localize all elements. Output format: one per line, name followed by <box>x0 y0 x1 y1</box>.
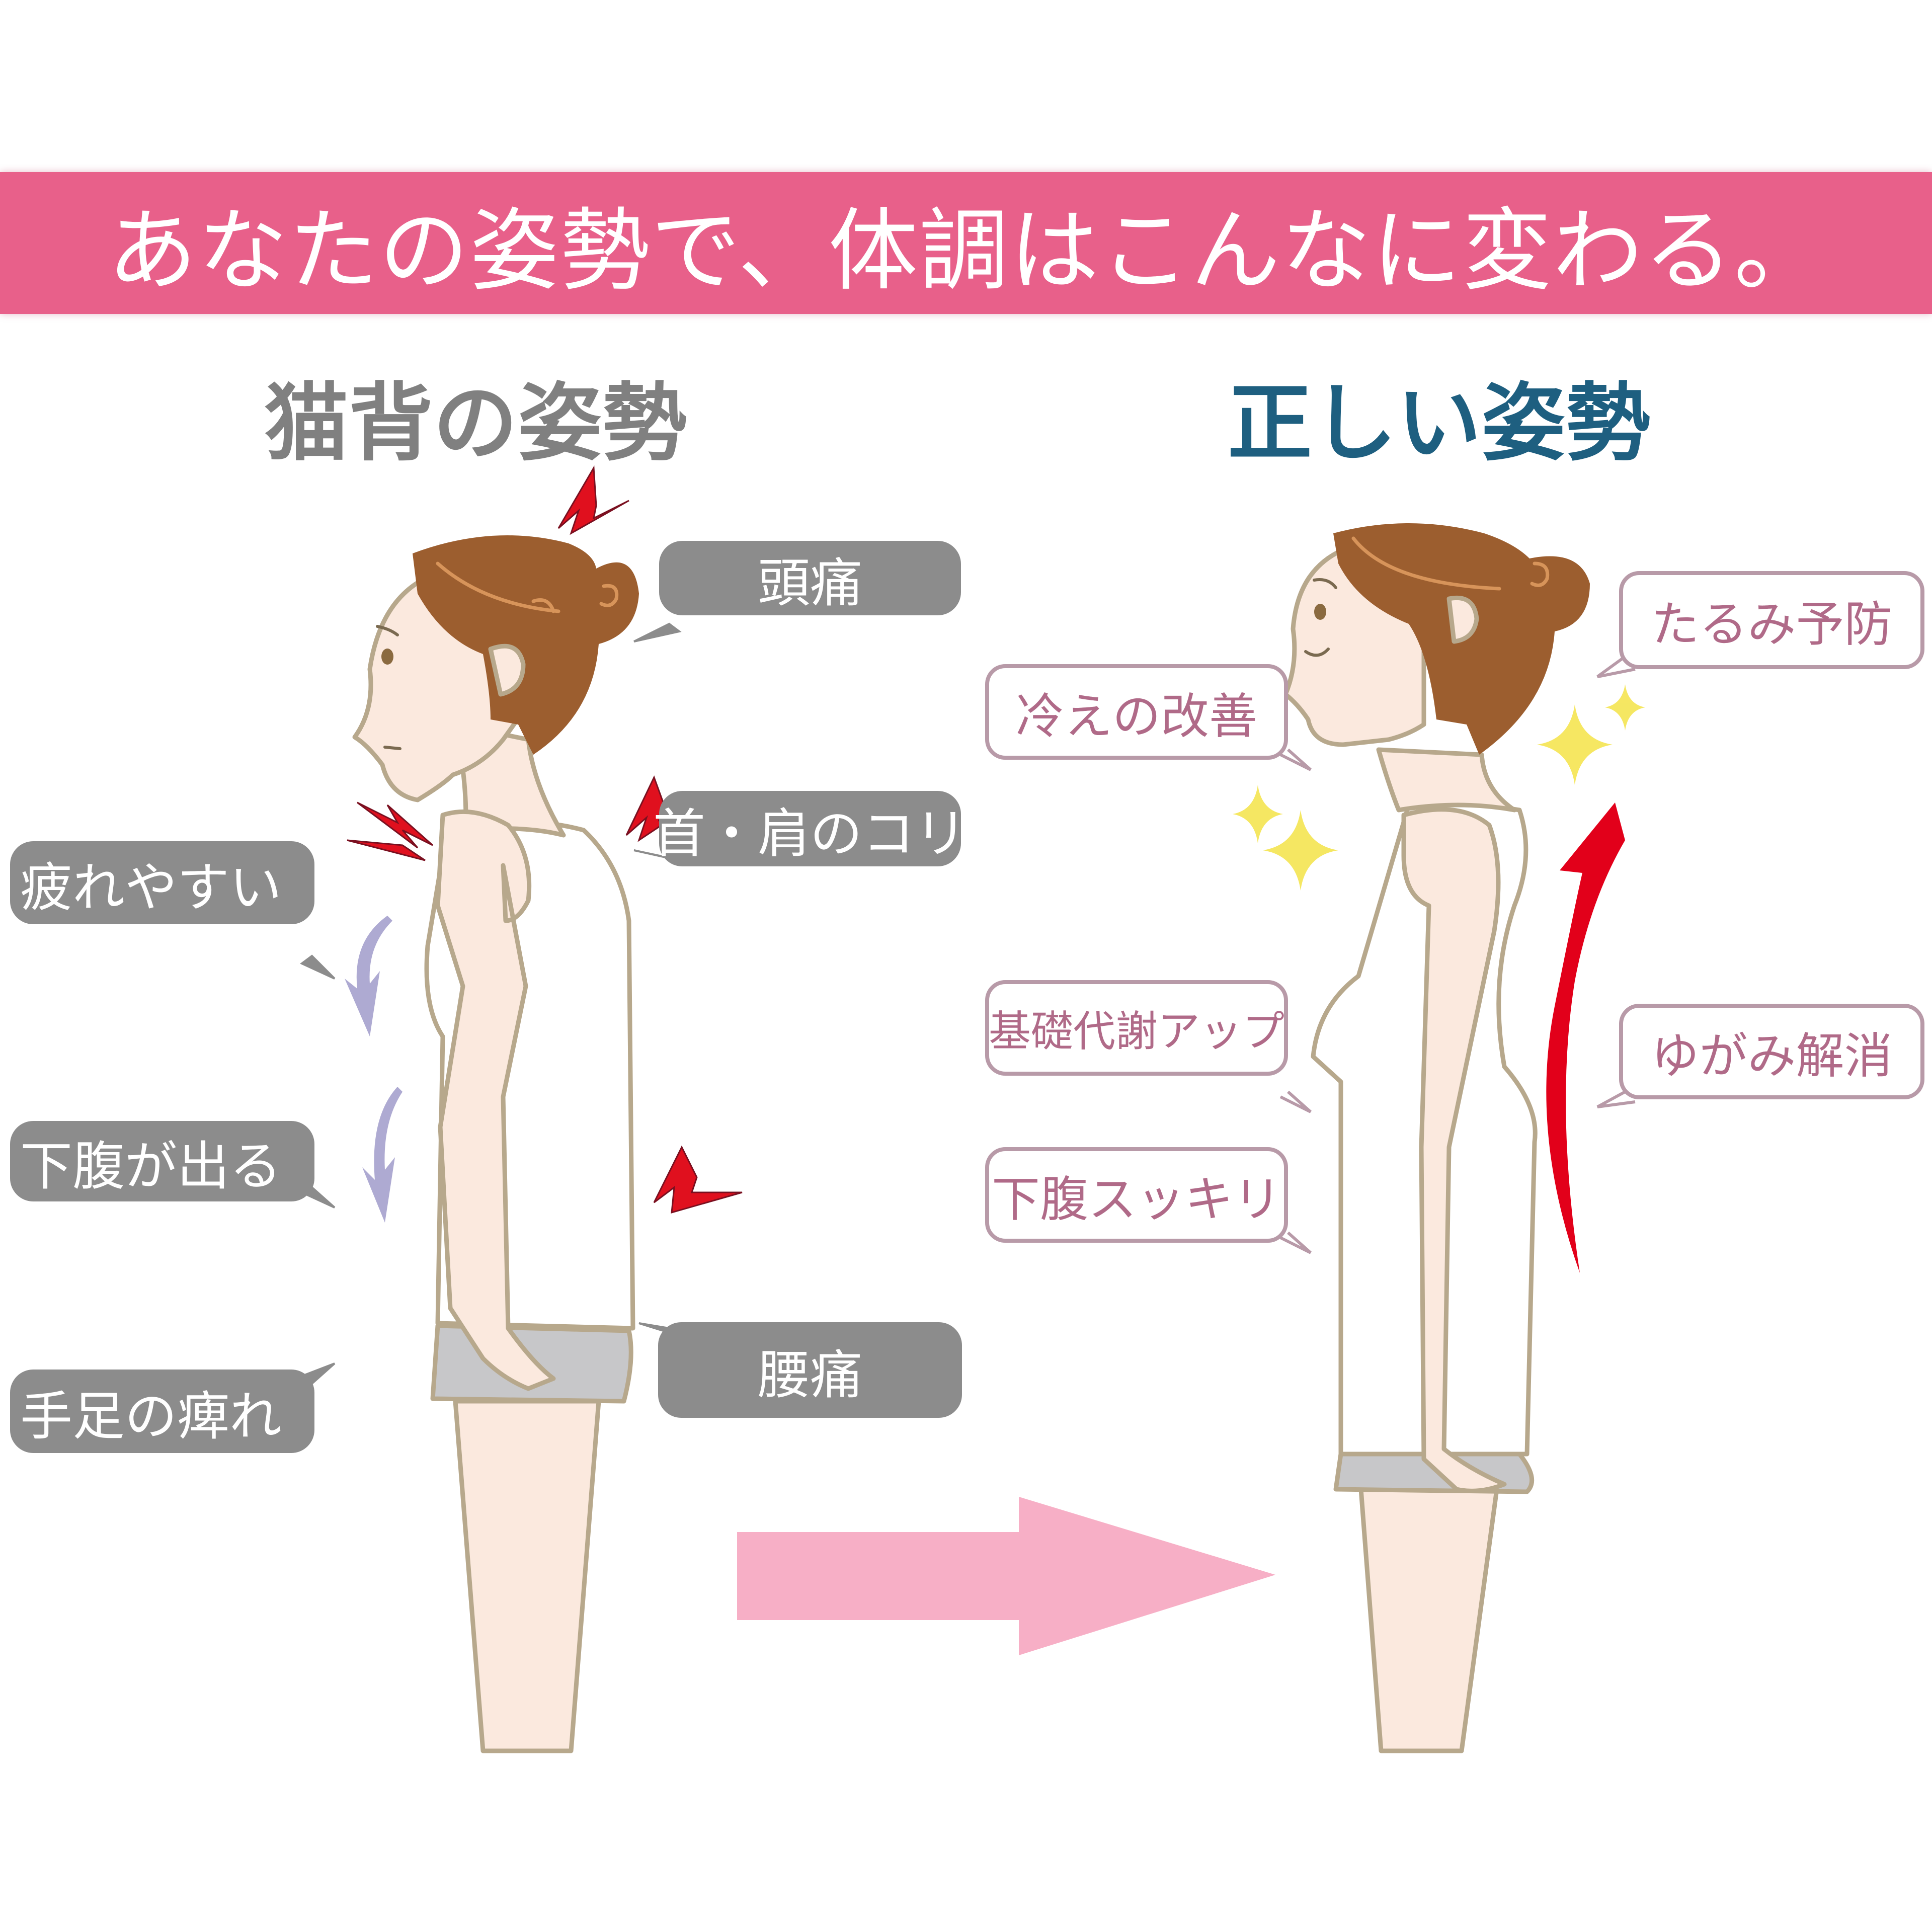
bubble-tail <box>300 954 336 980</box>
slouched-figure <box>352 535 639 1753</box>
label-headache: 頭痛 <box>659 541 961 615</box>
label-metabolism-boost: 基礎代謝アップ <box>985 980 1288 1076</box>
correct-figure <box>1283 523 1590 1753</box>
posture-up-arrow-icon <box>1546 802 1625 1273</box>
bubble-tail <box>1279 1231 1312 1254</box>
bubble-tail <box>1279 748 1312 771</box>
bubble-tail <box>1596 1090 1636 1108</box>
label-poor-circulation-improvement: 冷えの改善 <box>985 664 1288 760</box>
pain-lightning-icon <box>347 465 743 1214</box>
bubble-tail <box>1279 1090 1312 1113</box>
bubble-tail <box>1596 655 1636 678</box>
label-lower-back-pain: 腰痛 <box>658 1322 962 1418</box>
heading-slouched-posture: 猫背の姿勢 <box>264 374 687 472</box>
label-neck-shoulder-stiffness: 首・肩のコリ <box>653 791 967 866</box>
sparkle-icon <box>1233 684 1645 891</box>
banner-title: あなたの姿勢で、体調はこんなに変わる。 <box>107 198 1825 303</box>
label-lower-belly-protrudes: 下腹が出る <box>10 1121 314 1201</box>
bubble-tail <box>633 622 682 642</box>
label-flat-lower-belly: 下腹スッキリ <box>985 1147 1288 1243</box>
transition-arrow-icon <box>737 1497 1275 1655</box>
label-sagging-prevention: たるみ予防 <box>1619 571 1924 669</box>
label-limb-numbness: 手足の痺れ <box>10 1370 314 1453</box>
title-banner: あなたの姿勢で、体調はこんなに変わる。 <box>0 172 1932 314</box>
label-easily-tired: 疲れやすい <box>10 841 314 924</box>
slump-arrow-icon <box>345 916 403 1223</box>
label-distortion-relief: ゆがみ解消 <box>1619 1004 1924 1099</box>
heading-correct-posture: 正しい姿勢 <box>1228 374 1650 472</box>
